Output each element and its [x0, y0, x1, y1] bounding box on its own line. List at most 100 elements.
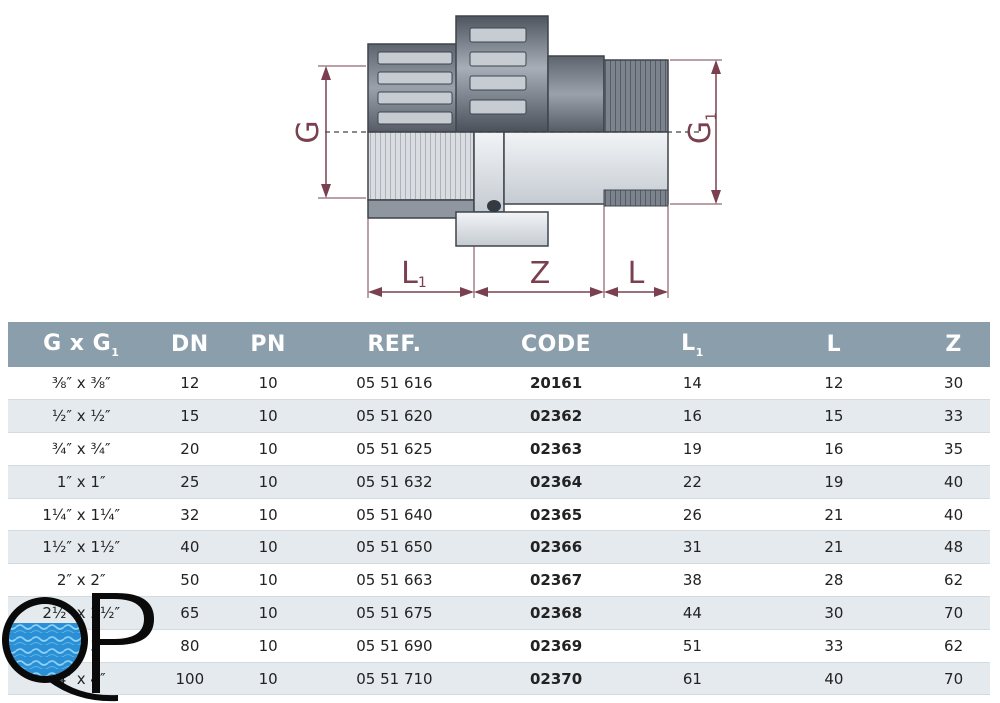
cell-l1: 14	[634, 367, 751, 401]
cell-z: 48	[917, 530, 990, 565]
dimension-z-marker	[474, 287, 604, 297]
dimension-g-marker	[318, 65, 366, 199]
dimension-z-label: Z	[530, 256, 551, 291]
cell-pn: 10	[225, 530, 312, 565]
cell-pn: 10	[225, 399, 312, 434]
fitting-section-half	[367, 131, 669, 247]
cell-dn: 40	[154, 530, 226, 565]
cell-ref: 05 51 625	[311, 432, 478, 466]
column-header-3: REF.	[367, 332, 422, 357]
cell-pn: 10	[225, 367, 312, 401]
cell-ref: 05 51 650	[311, 530, 478, 565]
cell-l: 16	[750, 432, 918, 466]
cell-z: 35	[917, 432, 990, 466]
cell-code: 02365	[477, 498, 635, 532]
cell-ref: 05 51 710	[311, 662, 478, 696]
column-header-0: G x G1	[43, 330, 120, 359]
cell-l: 21	[750, 530, 918, 565]
cell-l1: 38	[634, 563, 751, 598]
qp-logo: QP	[1, 593, 154, 702]
cell-ref: 05 51 675	[311, 596, 478, 630]
cell-dn: 80	[154, 629, 226, 663]
cell-z: 33	[917, 399, 990, 434]
cell-ref: 05 51 620	[311, 399, 478, 434]
cell-ref: 05 51 616	[311, 367, 478, 401]
dimension-g1-marker	[670, 59, 722, 205]
cell-l1: 22	[634, 465, 751, 499]
cell-l1: 19	[634, 432, 751, 466]
dimension-l1-marker	[368, 287, 474, 297]
column-header-7: Z	[945, 332, 962, 357]
dimension-g1-label: G1	[683, 112, 720, 144]
dimension-l-marker	[604, 287, 668, 297]
cell-dn: 32	[154, 498, 226, 532]
cell-size: 1″ x 1″	[8, 465, 155, 499]
fitting-exterior-half	[367, 15, 669, 133]
cell-pn: 10	[225, 432, 312, 466]
cell-z: 62	[917, 629, 990, 663]
cell-pn: 10	[225, 563, 312, 598]
cell-pn: 10	[225, 465, 312, 499]
cell-l1: 16	[634, 399, 751, 434]
cell-ref: 05 51 663	[311, 563, 478, 598]
cell-size: 1½″ x 1½″	[8, 530, 155, 565]
cell-dn: 100	[154, 662, 226, 696]
cell-l1: 61	[634, 662, 751, 696]
cell-dn: 50	[154, 563, 226, 598]
cell-z: 30	[917, 367, 990, 401]
cell-ref: 05 51 632	[311, 465, 478, 499]
column-header-6: L	[826, 332, 842, 357]
cell-l: 33	[750, 629, 918, 663]
cell-dn: 25	[154, 465, 226, 499]
cell-l: 40	[750, 662, 918, 696]
column-header-5: L1	[681, 330, 704, 359]
cell-pn: 10	[225, 498, 312, 532]
cell-dn: 15	[154, 399, 226, 434]
cell-pn: 10	[225, 629, 312, 663]
cell-dn: 12	[154, 367, 226, 401]
cell-code: 20161	[477, 367, 635, 401]
cell-size: 2″ x 2″	[8, 563, 155, 598]
cell-z: 70	[917, 596, 990, 630]
cell-size: 1¼″ x 1¼″	[8, 498, 155, 532]
cell-l: 19	[750, 465, 918, 499]
cell-z: 40	[917, 465, 990, 499]
cell-size: ⅜″ x ⅜″	[8, 367, 155, 401]
cell-code: 02369	[477, 629, 635, 663]
dimension-l1-label: L1	[401, 256, 427, 291]
dimension-g-label: G	[291, 120, 326, 143]
cell-size: ¾″ x ¾″	[8, 432, 155, 466]
cell-code: 02370	[477, 662, 635, 696]
cell-code: 02364	[477, 465, 635, 499]
cell-l1: 26	[634, 498, 751, 532]
fitting-technical-drawing: G G1 L1 Z L	[291, 15, 722, 298]
column-header-1: DN	[171, 332, 209, 357]
cell-pn: 10	[225, 596, 312, 630]
logo-letter-p	[92, 593, 154, 693]
cell-z: 70	[917, 662, 990, 696]
cell-pn: 10	[225, 662, 312, 696]
cell-code: 02363	[477, 432, 635, 466]
cell-code: 02362	[477, 399, 635, 434]
cell-l: 28	[750, 563, 918, 598]
cell-code: 02368	[477, 596, 635, 630]
cell-size: ½″ x ½″	[8, 399, 155, 434]
dimension-extension-lines	[367, 206, 669, 298]
dimension-l-label: L	[628, 256, 645, 291]
cell-ref: 05 51 640	[311, 498, 478, 532]
cell-z: 40	[917, 498, 990, 532]
cell-l: 15	[750, 399, 918, 434]
cell-code: 02367	[477, 563, 635, 598]
column-header-4: CODE	[520, 332, 592, 357]
cell-l1: 51	[634, 629, 751, 663]
cell-l1: 44	[634, 596, 751, 630]
cell-l: 12	[750, 367, 918, 401]
cell-z: 62	[917, 563, 990, 598]
